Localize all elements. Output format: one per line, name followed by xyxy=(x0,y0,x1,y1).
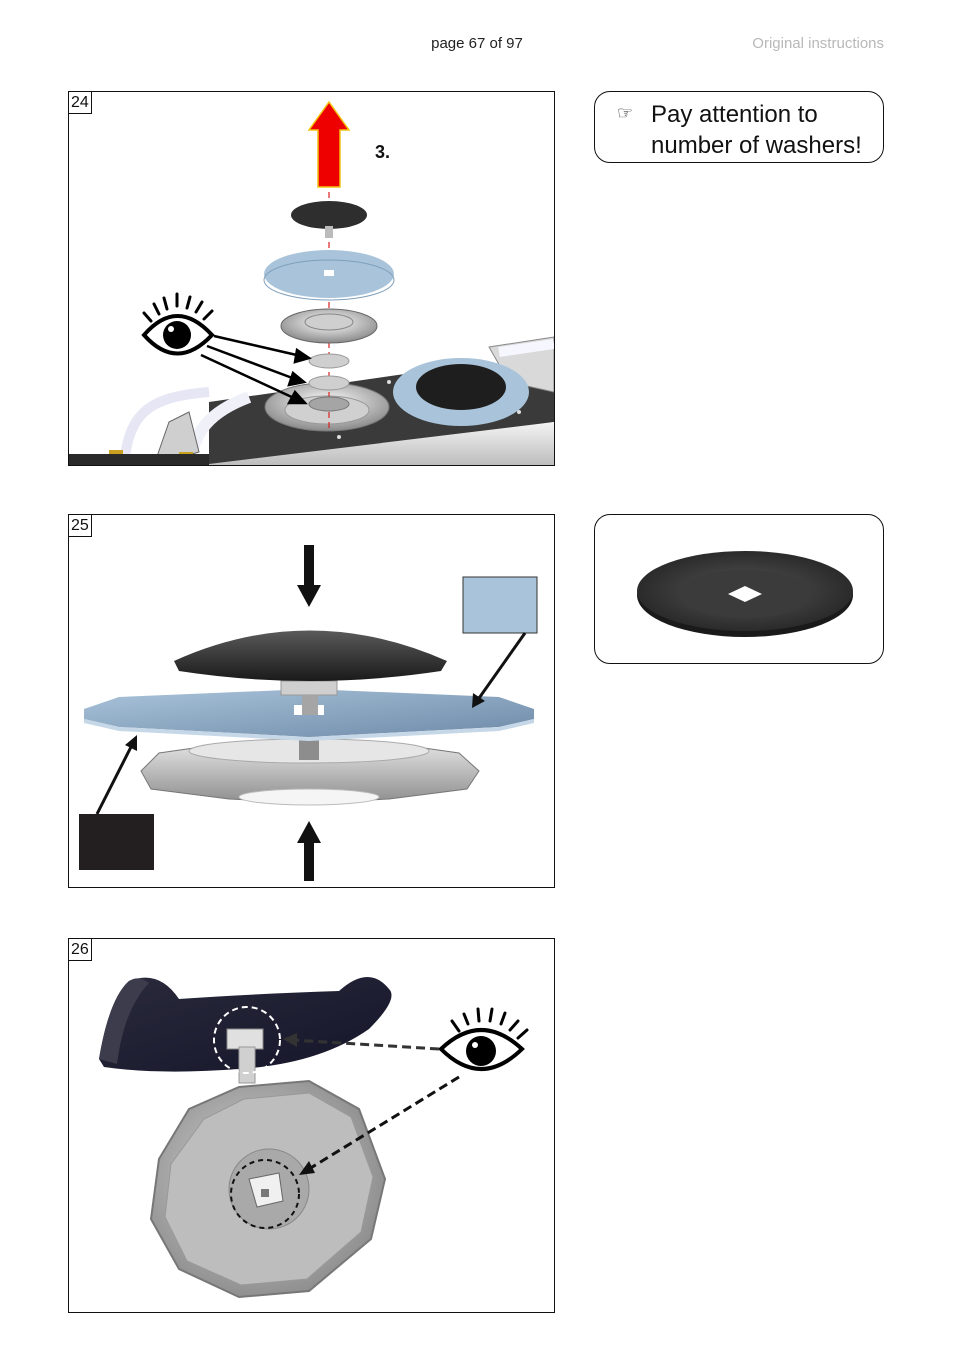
press-up-arrow xyxy=(297,821,321,881)
dark-washer-detail xyxy=(594,514,884,664)
square-center-hole xyxy=(728,586,762,602)
dark-cap-disc xyxy=(291,201,367,229)
figure-number-26: 26 xyxy=(69,939,92,961)
pointing-hand-icon: ☞ xyxy=(617,103,634,123)
dark-cap-disc xyxy=(174,630,447,681)
dark-cap-underside xyxy=(99,976,392,1072)
eye-icon xyxy=(438,1007,529,1071)
figure-number-24: 24 xyxy=(69,92,92,114)
figure-number-25: 25 xyxy=(69,515,92,537)
press-down-arrow xyxy=(297,545,321,607)
small-washer-3 xyxy=(308,396,350,412)
washer-count-note: ☞ Pay attention to number of washers! xyxy=(594,91,884,163)
page-header-document-label: Original instructions xyxy=(752,35,884,52)
figure-26-illustration xyxy=(99,976,529,1299)
machine-side xyxy=(209,422,554,465)
small-washer-2 xyxy=(308,375,350,391)
black-color-swatch xyxy=(79,814,154,870)
note-line-2: number of washers! xyxy=(651,132,862,159)
dark-washer-illustration xyxy=(637,551,853,637)
figure-24-illustration: 3. xyxy=(69,100,554,465)
page-header-page-number: page 67 of 97 xyxy=(431,35,523,52)
eye-icon xyxy=(141,292,215,356)
figure-24: 24 xyxy=(68,91,555,466)
figure-25: 25 xyxy=(68,514,555,888)
figure-25-illustration xyxy=(79,545,538,881)
note-line-1: Pay attention to xyxy=(651,101,818,128)
lift-arrow-red xyxy=(307,100,351,188)
small-washer-1 xyxy=(308,353,350,369)
figure-26: 26 xyxy=(68,938,555,1313)
blue-color-swatch xyxy=(462,576,538,634)
step-number-3: 3. xyxy=(375,142,390,162)
